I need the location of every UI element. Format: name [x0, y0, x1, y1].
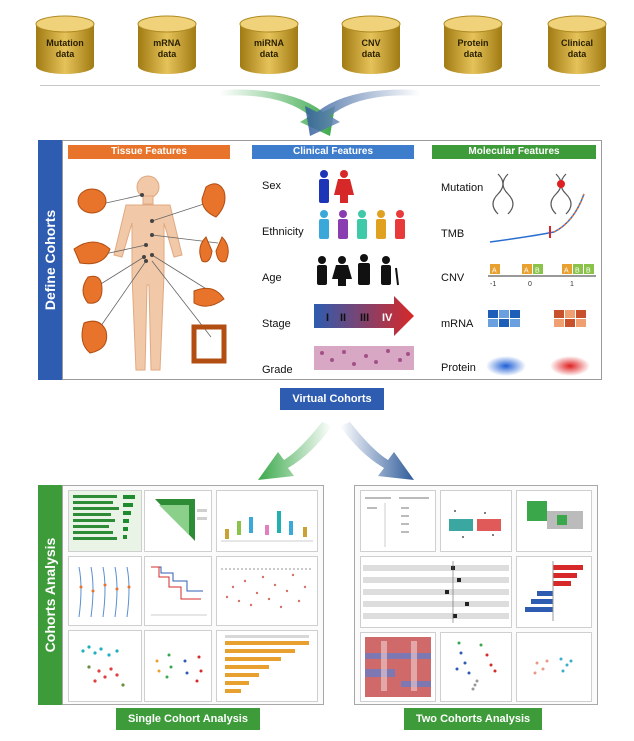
svg-text:A: A	[492, 268, 497, 275]
diverging-bar-thumbnail	[516, 556, 592, 628]
protein-blue	[486, 356, 526, 376]
waffle-thumbnail	[516, 490, 592, 552]
grade-histology-image	[314, 346, 414, 370]
protein-red	[550, 356, 590, 376]
clinical-row-sex: Sex	[262, 180, 281, 192]
stage-arrow	[314, 296, 414, 336]
dna-icon	[492, 173, 514, 215]
body-organ-diagram	[73, 175, 229, 371]
clinical-row-age: Age	[262, 272, 282, 284]
stage-4-label: IV	[382, 312, 393, 324]
oncoprint-thumbnail	[68, 490, 142, 552]
database-label: mRNA data	[153, 38, 181, 59]
male-icon	[319, 170, 329, 203]
molecular-row-mrna: mRNA	[441, 318, 474, 330]
database-icon	[341, 15, 401, 74]
database-label: Mutation data	[46, 38, 84, 59]
molecular-row-tmb: TMB	[441, 228, 465, 240]
cohorts-analysis-title: Cohorts Analysis	[42, 537, 58, 653]
svg-text:A: A	[564, 268, 569, 275]
database-cylinder: mRNA data	[136, 14, 198, 76]
forest-table-thumbnail	[360, 490, 436, 552]
database-icon	[35, 15, 95, 74]
brain-icon	[77, 188, 107, 214]
barplot-thumbnail	[216, 630, 318, 702]
svg-text:B: B	[575, 268, 580, 275]
database-label: Protein data	[457, 38, 489, 59]
stage-3-label: III	[360, 312, 369, 324]
tissue-features-header: Tissue Features	[68, 145, 230, 159]
single-cohort-analysis-label: Single Cohort Analysis	[116, 708, 260, 730]
database-cylinder: Mutation data	[34, 14, 96, 76]
cooccurrence-thumbnail	[144, 490, 212, 552]
clinical-row-ethnicity: Ethnicity	[262, 226, 304, 238]
two-cohorts-analysis-label: Two Cohorts Analysis	[404, 708, 542, 730]
svg-text:B: B	[535, 268, 540, 275]
database-icon	[137, 15, 197, 74]
define-cohorts-title: Define Cohorts	[42, 209, 58, 311]
svg-text:A: A	[524, 268, 529, 275]
liver-icon	[73, 241, 111, 265]
database-label: CNV data	[361, 38, 381, 59]
age-icons	[317, 254, 399, 286]
database-label: Clinical data	[560, 38, 593, 59]
database-cylinder: CNV data	[340, 14, 402, 76]
molecular-row-cnv: CNV	[441, 272, 465, 284]
human-body-icon	[113, 175, 183, 371]
define-cohorts-bar: Define Cohorts	[38, 140, 62, 380]
pca-thumbnail	[516, 632, 592, 702]
stage-1-label: I	[326, 312, 329, 324]
intestine-icon	[191, 324, 227, 364]
svg-text:-1: -1	[490, 281, 496, 288]
clinical-icons: I II III IV	[314, 170, 414, 370]
svg-text:0: 0	[528, 281, 532, 288]
molecular-row-protein: Protein	[441, 362, 476, 374]
forest-plot-thumbnail	[360, 556, 512, 628]
lungs-icon	[199, 236, 229, 263]
stage-2-label: II	[340, 312, 346, 324]
group-boxplot-thumbnail	[440, 490, 512, 552]
cohorts-analysis-bar: Cohorts Analysis	[38, 485, 62, 705]
manhattan-thumbnail	[216, 556, 318, 626]
database-icon	[547, 15, 607, 74]
database-icon	[239, 15, 299, 74]
boxplot-thumbnail	[216, 490, 318, 552]
stomach-icon	[81, 320, 108, 354]
split-arrows	[258, 422, 414, 480]
molecular-features-header: Molecular Features	[432, 145, 596, 159]
database-label: miRNA data	[253, 38, 284, 59]
database-cylinder: Protein data	[442, 14, 504, 76]
molecular-row-mutation: Mutation	[441, 182, 484, 194]
svg-text:B: B	[586, 268, 591, 275]
tmb-curve	[489, 193, 585, 243]
clinical-row-grade: Grade	[262, 364, 293, 376]
volcano-thumbnail	[440, 632, 512, 702]
mrna-heatmap-blue	[488, 310, 520, 327]
database-cylinder: Clinical data	[546, 14, 608, 76]
heatmap-thumbnail	[360, 632, 436, 702]
kidney-icon	[82, 275, 103, 304]
mrna-heatmap-red	[554, 310, 586, 327]
virtual-cohorts-label: Virtual Cohorts	[280, 388, 384, 410]
heart-icon	[201, 183, 226, 218]
svg-text:1: 1	[570, 281, 574, 288]
dna-mutated-icon	[550, 173, 572, 215]
molecular-icons: A A B A B B -1 0 1	[486, 173, 596, 376]
merge-arrow	[220, 89, 420, 136]
tsne-thumbnail	[68, 630, 142, 702]
database-icon	[443, 15, 503, 74]
database-cylinder: miRNA data	[238, 14, 300, 76]
female-icon	[334, 170, 354, 203]
clinical-features-header: Clinical Features	[252, 145, 414, 159]
survival-thumbnail	[144, 556, 212, 626]
ethnicity-icons	[319, 210, 405, 239]
cnv-diagram: A A B A B B -1 0 1	[488, 264, 596, 288]
pancreas-icon	[193, 287, 225, 307]
violin-thumbnail	[68, 556, 142, 626]
clinical-row-stage: Stage	[262, 318, 291, 330]
cluster-scatter-thumbnail	[144, 630, 212, 702]
divider	[40, 85, 600, 86]
